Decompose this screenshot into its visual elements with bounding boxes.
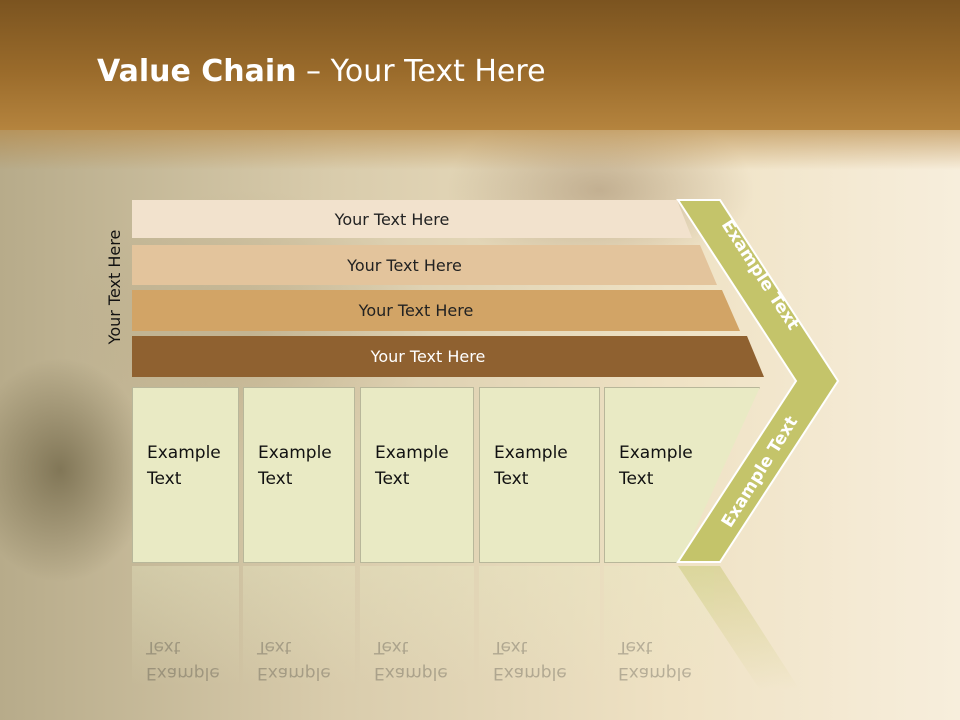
cell-2-line2: Text [258, 469, 293, 489]
slide-title-bold: Value Chain [97, 54, 297, 89]
bar-1-label: Your Text Here [334, 209, 450, 229]
side-label: Your Text Here [105, 229, 124, 345]
title-band [0, 0, 960, 130]
bar-2-label: Your Text Here [347, 255, 462, 275]
bar-1: Your Text Here [132, 200, 692, 238]
cell-2-line1: Example [258, 443, 332, 463]
bar-2: Your Text Here [132, 245, 717, 285]
bar-3-label: Your Text Here [358, 301, 474, 320]
cell-4-line1: Example [494, 443, 568, 463]
slide-title: Value Chain – Your Text Here [97, 54, 546, 89]
cell-3-line2: Text [375, 469, 410, 489]
bar-3: Your Text Here [132, 290, 740, 331]
slide-title-rest: – Your Text Here [296, 54, 546, 89]
cell-3-line1: Example [375, 443, 449, 463]
cell-1-line2: Text [147, 469, 182, 489]
cell-4-line2: Text [494, 469, 529, 489]
cell-5-line1: Example [619, 443, 693, 463]
bar-4: Your Text Here [132, 336, 764, 377]
cell-1-line1: Example [147, 443, 221, 463]
cell-5-line2: Text [619, 469, 654, 489]
title-band-fade [0, 130, 960, 170]
bar-4-label: Your Text Here [370, 347, 486, 366]
